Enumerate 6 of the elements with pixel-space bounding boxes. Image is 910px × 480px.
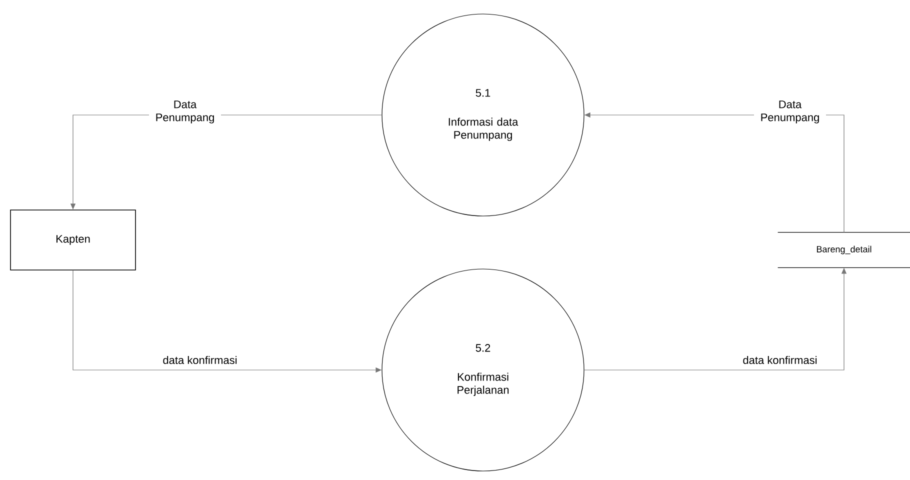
edge-label: Data Penumpang: [149, 100, 221, 124]
edge-label: data konfirmasi: [162, 354, 238, 366]
data-store: Bareng_detail: [778, 232, 910, 268]
edge-label: data konfirmasi: [742, 354, 818, 366]
entity-box: Kapten: [10, 210, 136, 270]
edge-label: Data Penumpang: [754, 100, 826, 124]
